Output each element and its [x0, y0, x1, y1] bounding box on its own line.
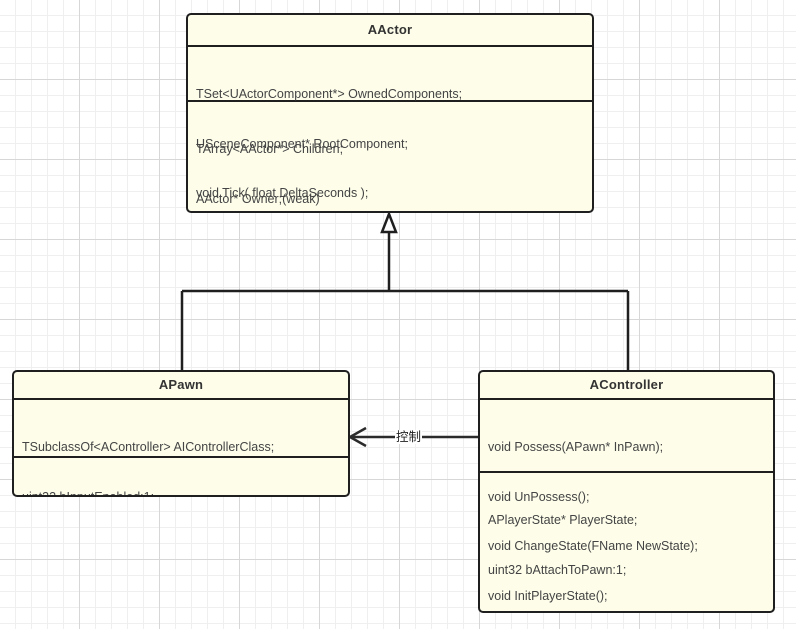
member-line: void ChangeState(FName NewState); — [488, 539, 698, 553]
member-line: void Tick( float DeltaSeconds ); — [196, 186, 369, 200]
control-arrowhead-icon — [347, 426, 367, 448]
member-line: TArray<AActor*> Children; — [196, 142, 344, 156]
member-line: AActor* Owner;(weak) — [196, 191, 320, 206]
class-title-acontroller: AController — [480, 372, 773, 400]
member-line: USceneComponent* RootComponent; — [196, 136, 408, 151]
class-operations-aactor: TSet<UActorComponent*> OwnedComponents; … — [188, 47, 592, 200]
class-operations-apawn: TSubclassOf<AController> AIControllerCla… — [14, 400, 348, 495]
class-box-acontroller[interactable]: AController void Possess(APawn* InPawn);… — [478, 370, 775, 613]
member-line: TSet<UActorComponent*> OwnedComponents; — [196, 87, 463, 101]
class-box-apawn[interactable]: APawn TSubclassOf<AController> AIControl… — [12, 370, 350, 497]
member-line: uint32 bAttachToPawn:1; — [488, 562, 627, 577]
member-line: TSubclassOf<AController> AIControllerCla… — [22, 440, 275, 454]
member-line: void Possess(APawn* InPawn); — [488, 440, 664, 454]
class-attributes-apawn: APlayerState* PlayerState; AController* … — [14, 456, 348, 495]
class-operations-acontroller: void Possess(APawn* InPawn); void UnPoss… — [480, 400, 773, 603]
member-line: APlayerState* PlayerState; — [488, 513, 638, 527]
class-attributes-aactor: TArray<AActor*> Children; AActor* Owner;… — [188, 100, 592, 211]
member-line: uint32 bInputEnabled:1; — [22, 489, 155, 497]
class-title-apawn: APawn — [14, 372, 348, 400]
member-line: void InitPlayerState(); — [488, 588, 608, 603]
member-line: void UnPossess(); — [488, 489, 590, 504]
member-line: FRotator ControlRotation; — [488, 611, 765, 613]
class-title-aactor: AActor — [188, 15, 592, 47]
class-attributes-acontroller: APlayerState* PlayerState; uint32 bAttac… — [480, 471, 773, 611]
control-relation-label: 控制 — [395, 430, 423, 444]
class-box-aactor[interactable]: AActor TSet<UActorComponent*> OwnedCompo… — [186, 13, 594, 213]
generalization-triangle-icon — [380, 210, 398, 234]
